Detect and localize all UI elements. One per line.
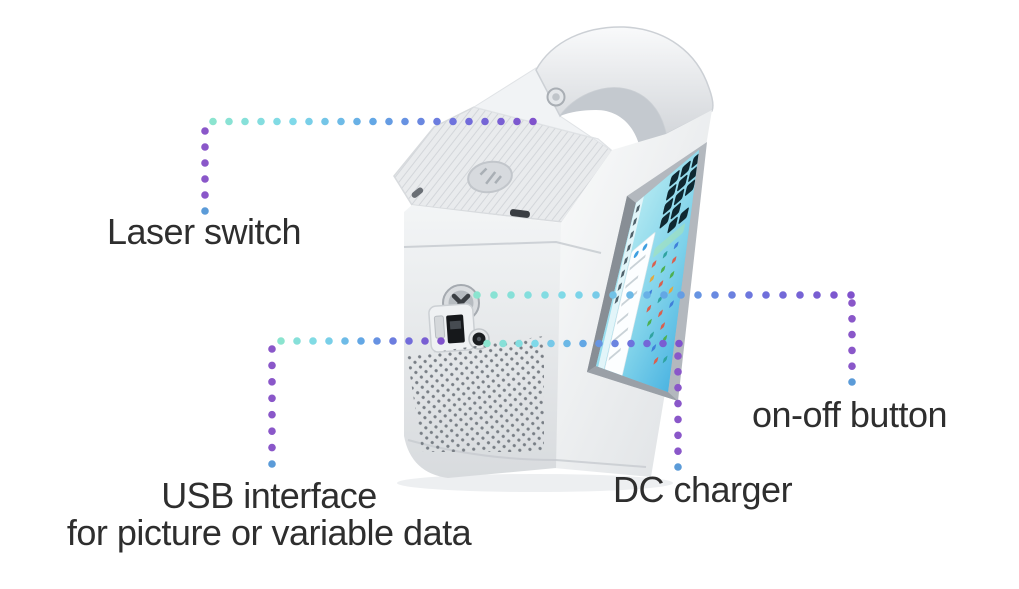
touchscreen: [587, 142, 707, 401]
onoff-line-h: [473, 291, 855, 299]
handle-opening: [560, 87, 666, 148]
laser-switch-label: Laser switch: [107, 211, 302, 252]
usb-line-v: [268, 345, 276, 468]
usb-label-line1: USB interface: [161, 475, 377, 516]
screen-panel: [598, 232, 656, 392]
handle-base-surface: [472, 67, 613, 152]
dc-line-v: [674, 352, 682, 471]
usb-interface-label: USB interface for picture or variable da…: [38, 477, 500, 551]
dc-charger-label: DC charger: [613, 469, 793, 510]
carry-handle: [535, 26, 714, 148]
screen-icon-grid: [659, 151, 699, 234]
usb-label-line2: for picture or variable data: [66, 512, 472, 553]
usb-line-h: [277, 337, 445, 345]
laser-switch-line-h: [209, 117, 537, 126]
body-seam: [403, 240, 602, 254]
laser-switch-line-v: [201, 127, 209, 215]
usb-port: [446, 314, 465, 344]
on-off-button-label: on-off button: [752, 394, 948, 435]
screen-toolbar: [596, 190, 646, 392]
onoff-line-v: [848, 299, 856, 386]
edge-notch: [411, 187, 424, 198]
laser-switch-button: [546, 87, 566, 107]
brand-emblem: [467, 160, 513, 194]
speaker-grille: [407, 336, 544, 452]
ground-shadow: [397, 474, 673, 492]
dc-line-h: [483, 339, 683, 348]
top-slot: [509, 209, 530, 218]
